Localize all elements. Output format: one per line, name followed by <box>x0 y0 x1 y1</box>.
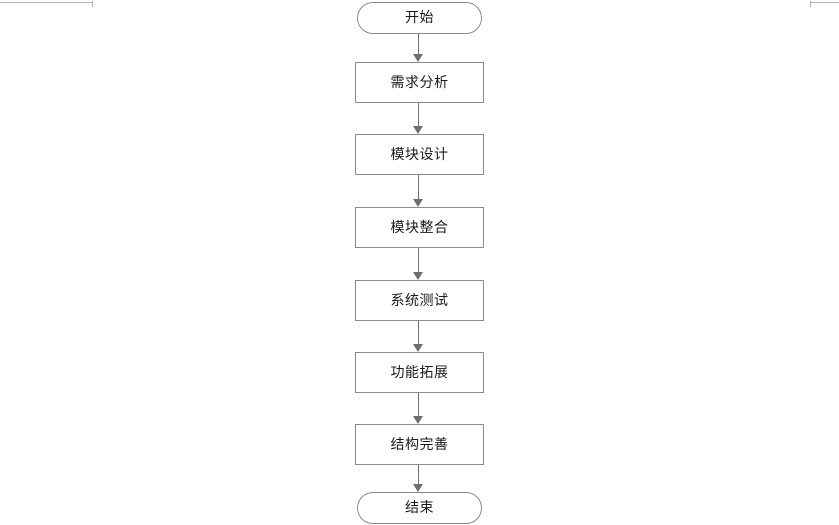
arrow-head-icon <box>413 199 423 207</box>
flow-node-label: 系统测试 <box>390 292 449 309</box>
flow-node-label: 功能拓展 <box>390 364 449 381</box>
crop-tick-right <box>810 1 811 7</box>
flow-node-label: 结束 <box>405 500 434 516</box>
arrow-head-icon <box>413 126 423 134</box>
flow-connector-module-design-to-module-integration <box>418 175 419 199</box>
arrow-head-icon <box>413 344 423 352</box>
crop-mark-right <box>810 2 839 3</box>
crop-tick-left <box>92 1 93 7</box>
arrow-head-icon <box>413 416 423 424</box>
arrow-head-icon <box>413 272 423 280</box>
flow-node-label: 结构完善 <box>390 436 449 453</box>
flow-connector-feature-expansion-to-structure-refinement <box>418 393 419 416</box>
flow-node-start[interactable]: 开始 <box>357 2 482 34</box>
flow-connector-system-testing-to-feature-expansion <box>418 321 419 344</box>
flow-node-system-testing[interactable]: 系统测试 <box>355 280 484 321</box>
flow-connector-structure-refinement-to-end <box>418 465 419 484</box>
flow-node-requirements-analysis[interactable]: 需求分析 <box>355 62 484 103</box>
flow-node-module-integration[interactable]: 模块整合 <box>355 207 484 248</box>
flow-connector-module-integration-to-system-testing <box>418 248 419 272</box>
flow-node-structure-refinement[interactable]: 结构完善 <box>355 424 484 465</box>
flow-node-label: 模块整合 <box>390 219 449 236</box>
flow-connector-start-to-requirements <box>418 34 419 54</box>
flow-connector-requirements-to-module-design <box>418 103 419 126</box>
flow-node-label: 开始 <box>405 10 434 26</box>
flow-node-label: 模块设计 <box>390 146 449 163</box>
arrow-head-icon <box>413 484 423 492</box>
flow-node-feature-expansion[interactable]: 功能拓展 <box>355 352 484 393</box>
arrow-head-icon <box>413 54 423 62</box>
flow-node-module-design[interactable]: 模块设计 <box>355 134 484 175</box>
crop-mark-left <box>0 2 92 3</box>
flow-node-label: 需求分析 <box>390 74 449 91</box>
flow-node-end[interactable]: 结束 <box>357 492 482 524</box>
